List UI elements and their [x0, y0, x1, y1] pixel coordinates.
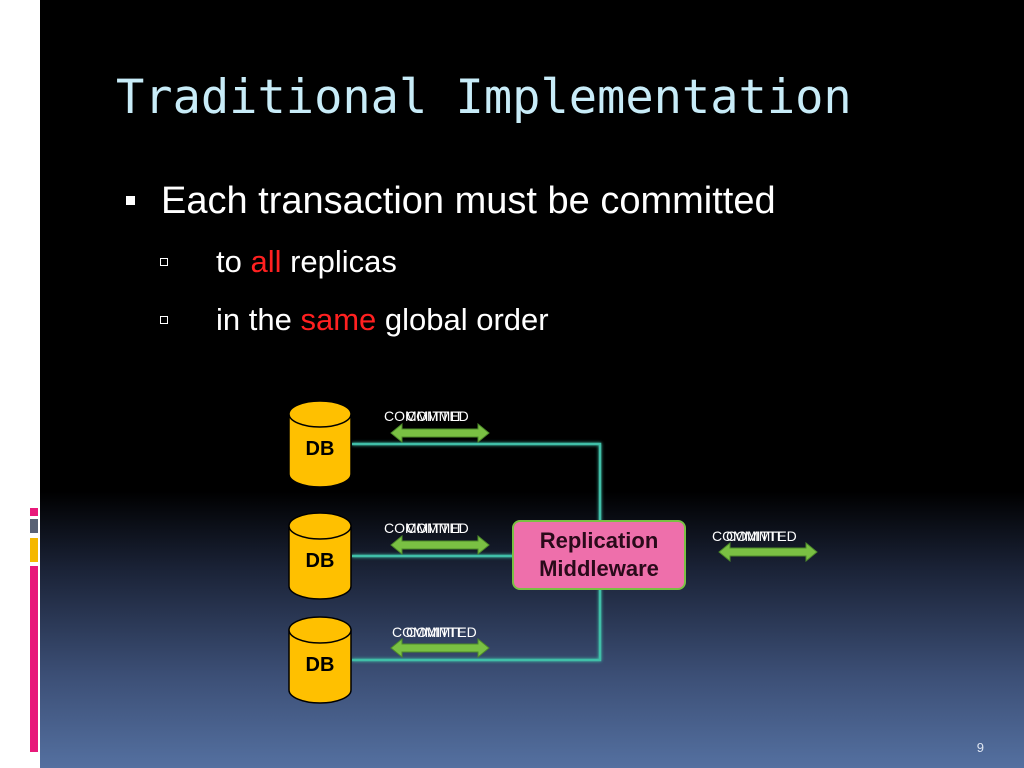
committed-label-client: COMMITTED — [712, 528, 797, 544]
commit-label-db2: COMMIT — [406, 520, 463, 536]
double-arrow-icon — [390, 423, 490, 443]
committed-label-db1: COMMITTED — [384, 408, 469, 424]
strip-mark-pink-top — [30, 508, 38, 516]
hollow-square-bullet-icon — [160, 316, 168, 324]
slide-title: Traditional Implementation — [116, 70, 852, 125]
database-cylinder-icon — [288, 512, 352, 600]
strip-mark-gold — [30, 538, 38, 562]
committed-label-db3: COMMITTED — [392, 624, 477, 640]
database-3: DB — [288, 616, 352, 704]
connector-db1 — [352, 442, 602, 522]
highlight-all: all — [250, 244, 282, 279]
replication-middleware-box: Replication Middleware — [512, 520, 686, 590]
main-bullet-text: Each transaction must be committed — [161, 180, 776, 222]
commit-label-db3: COMMIT — [406, 624, 463, 640]
database-label: DB — [305, 550, 335, 572]
double-arrow-icon — [718, 542, 818, 562]
left-decorative-strip — [0, 0, 40, 768]
commit-label-db1: COMMIT — [406, 408, 463, 424]
database-label: DB — [305, 438, 335, 460]
middleware-line-2: Middleware — [539, 556, 659, 581]
highlight-same: same — [300, 302, 377, 337]
database-cylinder-icon — [288, 400, 352, 488]
strip-mark-pink-bar — [30, 566, 38, 752]
double-arrow-icon — [390, 535, 490, 555]
database-cylinder-icon — [288, 616, 352, 704]
sub-bullet-text-after: global order — [376, 302, 549, 337]
strip-mark-slate — [30, 519, 38, 533]
committed-label-db2: COMMITTED — [384, 520, 469, 536]
page-number: 9 — [976, 740, 984, 755]
commit-label-client: COMMIT — [726, 528, 783, 544]
database-1: DB — [288, 400, 352, 488]
database-label: DB — [305, 654, 335, 676]
double-arrow-icon — [390, 638, 490, 658]
database-2: DB — [288, 512, 352, 600]
middleware-line-1: Replication — [539, 528, 659, 553]
sub-bullet-text-before: to — [216, 244, 251, 279]
hollow-square-bullet-icon — [160, 258, 168, 266]
square-bullet-icon — [126, 196, 135, 205]
sub-bullet-text-after: replicas — [281, 244, 397, 279]
sub-bullet-text-before: in the — [216, 302, 301, 337]
connector-db3 — [352, 588, 602, 662]
